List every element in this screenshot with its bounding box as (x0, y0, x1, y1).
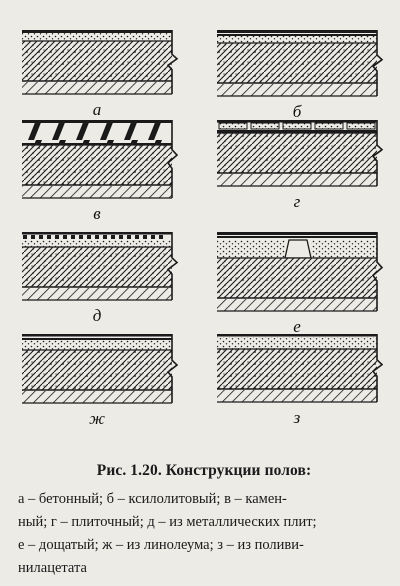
tile (218, 122, 248, 130)
soil-layer (22, 391, 172, 403)
caption-line: ный; г – плиточный; д – из металлических… (18, 514, 317, 530)
screed-layer (22, 340, 172, 350)
caption-line: а – бетонный; б – ксилолитовый; в – каме… (18, 491, 287, 507)
screed-layer (217, 36, 377, 43)
metal-plate-rib (31, 235, 35, 239)
sand-fill (311, 240, 377, 258)
break-line (166, 30, 179, 94)
soil-layer (217, 84, 377, 96)
concrete-base (217, 133, 377, 173)
floor-section-e: е (217, 232, 384, 336)
plank-board (217, 232, 377, 235)
metal-plate-rib (79, 235, 83, 239)
joist (284, 239, 312, 259)
break-line (371, 334, 384, 402)
break-line (166, 232, 179, 300)
floor-section-v: в (22, 120, 179, 223)
metal-plate-rib (95, 235, 99, 239)
figure-caption-body: а – бетонный; б – ксилолитовый; в – каме… (18, 488, 390, 580)
break-line (371, 232, 384, 311)
section-label-a: а (93, 100, 102, 119)
soil-layer (217, 299, 377, 311)
soil-layer (217, 174, 377, 186)
metal-plate-rib (159, 235, 163, 239)
mortar-line (217, 130, 377, 133)
soil-layer (22, 82, 172, 94)
section-label-b: б (293, 102, 302, 121)
concrete-base (217, 349, 377, 389)
tile (346, 122, 376, 130)
linoleum-layer (22, 334, 172, 337)
concrete-base (217, 43, 377, 83)
concrete-base (22, 41, 172, 81)
metal-plate-rib (39, 235, 43, 239)
metal-plate-rib (103, 235, 107, 239)
mortar-line (22, 143, 172, 145)
plank-board (217, 236, 377, 238)
break-line (166, 120, 179, 198)
finish-layer (22, 232, 172, 235)
floor-section-g: г (217, 120, 384, 211)
pvac-layer (217, 337, 377, 349)
caption-line: е – дощатый; ж – из линолеума; з – из по… (18, 537, 304, 553)
concrete-base (22, 247, 172, 287)
metal-plate-rib (47, 235, 51, 239)
metal-plate-rib (71, 235, 75, 239)
section-label-zh: ж (89, 409, 105, 428)
metal-plate-rib (151, 235, 155, 239)
section-label-e: е (293, 317, 301, 336)
floor-section-b: б (217, 30, 384, 121)
break-line (371, 30, 384, 96)
stone-slab-layer (22, 123, 172, 143)
break-line (166, 334, 179, 403)
finish-layer (217, 30, 377, 33)
underlay-layer (22, 338, 172, 340)
metal-plate-rib (63, 235, 67, 239)
tile (314, 122, 344, 130)
concrete-base (22, 145, 172, 185)
figure-caption-title: Рис. 1.20. Конструкции полов: (96, 462, 312, 479)
floor-section-zh: ж (22, 334, 179, 428)
floor-section-a: а (22, 30, 179, 119)
xylolite-layer (217, 34, 377, 36)
floor-section-d: д (22, 232, 179, 325)
screed-layer (22, 33, 172, 41)
metal-plate-rib (119, 235, 123, 239)
section-label-d: д (93, 306, 102, 325)
section-label-z: з (293, 408, 301, 427)
caption-line: нилацетата (18, 560, 87, 576)
tile (282, 122, 312, 130)
metal-plate-rib (135, 235, 139, 239)
finish-layer (217, 120, 377, 123)
soil-layer (22, 288, 172, 300)
concrete-base (217, 258, 377, 298)
metal-plate-rib (55, 235, 59, 239)
floor-constructions-figure: а б в г д е ж з (22, 30, 384, 428)
metal-plate-rib (127, 235, 131, 239)
break-line (371, 120, 384, 186)
metal-plate-rib (111, 235, 115, 239)
finish-layer (22, 120, 172, 123)
sand-fill (217, 240, 285, 258)
metal-plate-rib (23, 235, 27, 239)
soil-layer (217, 390, 377, 402)
section-label-g: г (294, 192, 301, 211)
floor-sections: а б в г д е ж з (22, 30, 384, 428)
tile (250, 122, 280, 130)
metal-plate-rib (87, 235, 91, 239)
floor-section-z: з (217, 334, 384, 427)
section-label-v: в (93, 204, 101, 223)
metal-plate-rib (143, 235, 147, 239)
finish-layer (217, 334, 377, 337)
finish-layer (22, 30, 172, 33)
soil-layer (22, 186, 172, 198)
concrete-base (22, 350, 172, 390)
sand-layer (22, 240, 172, 247)
